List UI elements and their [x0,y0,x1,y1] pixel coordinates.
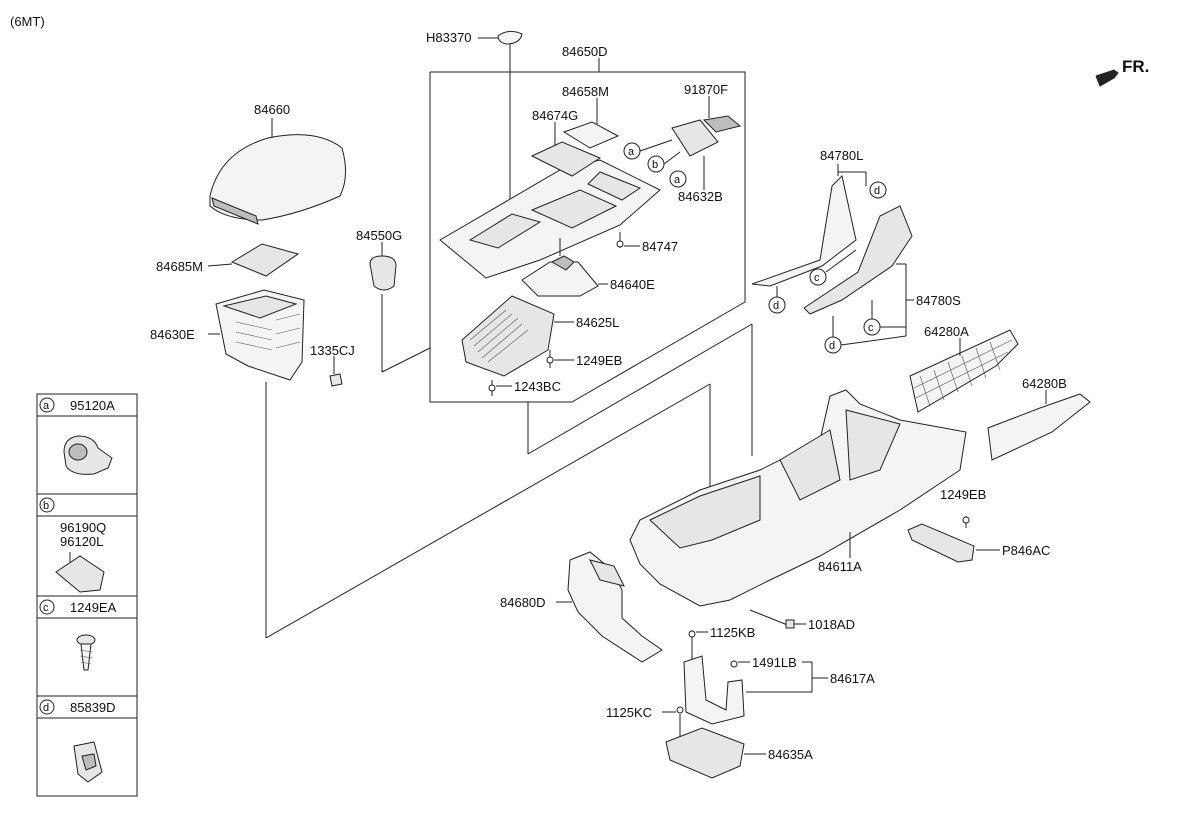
callout-84640E: 84640E [610,277,655,292]
callout-84632B: 84632B [678,189,723,204]
legend-part-1249EA: 1249EA [70,600,117,615]
callout-1335CJ: 1335CJ [310,343,355,358]
svg-text:d: d [829,340,835,352]
part-91870f-switch [702,115,742,133]
part-96120l-jack-icon [55,552,105,593]
part-1249ea-screw-icon [76,634,96,671]
front-direction-indicator: FR. [1095,57,1149,87]
callout-84674G: 84674G [532,108,578,123]
shift-console-group: 84650D H83370 84658M 84674G 91870F 84632… [426,30,746,403]
part-84611a-floor-console [629,389,967,607]
part-84617a-bracket [683,655,745,725]
part-84685m-pad [230,243,300,277]
callout-84658M: 84658M [562,84,609,99]
part-84780s-cover [803,205,913,315]
ref-a-lower: a [669,170,687,188]
part-84780l-cover [751,174,857,287]
callout-1018AD: 1018AD [808,617,855,632]
callout-1249EB-upper: 1249EB [576,353,622,368]
part-84658m-pad [562,121,620,149]
callout-1243BC: 1243BC [514,379,561,394]
callout-84617A: 84617A [830,671,875,686]
callout-H83370: H83370 [426,30,472,45]
svg-text:c: c [43,602,49,614]
armrest-group: 84660 84685M 84630E 1335CJ [150,102,711,639]
part-84674g-tray [530,141,602,177]
svg-text:d: d [43,702,49,714]
callout-P846AC: P846AC [1002,543,1050,558]
callout-84780S: 84780S [916,293,961,308]
front-arrow-icon [1095,69,1119,87]
part-84632b-switch-panel [671,119,719,157]
callout-1249EB-lower: 1249EB [940,487,986,502]
ref-d-84780s: d [824,316,907,354]
callout-84650D: 84650D [562,44,608,59]
ref-d-84780l-lower: d [768,286,786,314]
legend-part-95120A: 95120A [70,398,115,413]
legend-row-d: d 85839D [39,699,116,783]
ref-a-upper: a [623,139,673,160]
legend-row-b: b 96190Q 96120L [39,497,106,593]
ref-d-84780l: d [869,181,887,199]
svg-text:c: c [814,272,820,284]
svg-text:a: a [43,400,50,412]
side-cover-group: 84780L d c d 84780S c d [751,148,961,354]
callout-1491LB: 1491LB [752,655,797,670]
callout-84630E: 84630E [150,327,195,342]
part-h83370 [497,30,523,45]
callout-84660: 84660 [254,102,290,117]
ref-c-84780l: c [809,249,857,286]
legend-table: a 95120A b 96190Q 96120L c 1249EA [36,393,138,797]
part-95120a-socket-icon [63,435,113,475]
shift-knob-group: 84550G [356,228,753,456]
part-1335cj-clip [329,373,343,387]
ref-c-84780s: c [863,300,906,336]
floor-console-group: 84611A 1249EB P846AC 1018AD [629,389,1050,632]
legend-part-96190Q: 96190Q [60,520,106,535]
callout-64280B: 64280B [1022,376,1067,391]
svg-text:b: b [652,159,658,171]
legend-part-85839D: 85839D [70,700,116,715]
svg-text:d: d [874,185,880,197]
part-64280a-panel [909,329,1019,413]
callout-84780L: 84780L [820,148,863,163]
legend-row-a: a 95120A [39,397,115,475]
trim-panels-group: 64280A 64280B [909,324,1091,461]
part-84635a-bracket [665,727,745,779]
part-85839d-clip-icon [73,741,103,783]
svg-text:b: b [43,500,49,512]
callout-84550G: 84550G [356,228,402,243]
callout-1125KB: 1125KB [710,625,755,640]
callout-84680D: 84680D [500,595,546,610]
part-p846ac-bracket [907,523,975,563]
part-84630e-console-box [215,289,305,381]
side-panel-group: 84680D [500,551,663,663]
part-64280b-panel [987,393,1091,461]
part-84640e-boot [521,261,599,297]
svg-text:a: a [628,146,635,158]
svg-text:c: c [868,322,874,334]
callout-1125KC: 1125KC [606,705,652,720]
svg-text:a: a [674,174,681,186]
part-84747-screw [616,232,624,248]
callout-84625L: 84625L [576,315,619,330]
lower-bracket-group: 1125KB 1491LB 84617A 1125KC 84635A [606,625,875,779]
front-direction-label: FR. [1122,57,1149,76]
legend-part-96120L: 96120L [60,534,103,549]
part-84550g-shift-knob [369,255,397,291]
svg-text:d: d [773,300,779,312]
ref-b-upper: b [647,151,681,173]
legend-row-c: c 1249EA [39,599,117,671]
callout-84635A: 84635A [768,747,813,762]
part-84650d-shift-panel [439,159,661,279]
callout-84611A: 84611A [818,559,862,574]
callout-84747: 84747 [642,239,678,254]
callout-64280A: 64280A [924,324,969,339]
variant-label: (6MT) [10,14,45,29]
callout-84685M: 84685M [156,259,203,274]
callout-91870F: 91870F [684,82,728,97]
